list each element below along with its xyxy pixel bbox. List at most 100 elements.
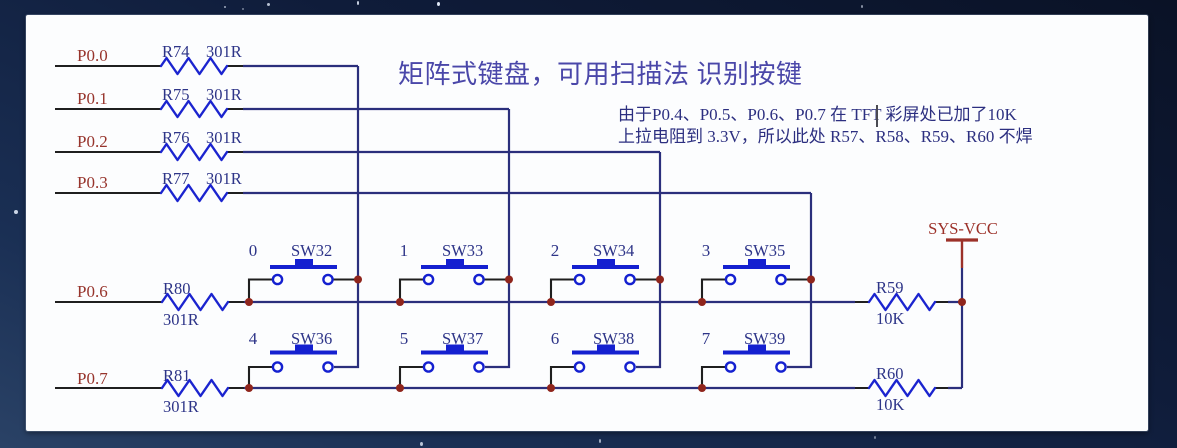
wire (247, 365, 272, 386)
switch-contact (422, 273, 435, 286)
pullup-value: 10K (876, 309, 905, 328)
pullup-zigzag (867, 378, 937, 398)
junction-dot (396, 298, 404, 306)
switch-contact (422, 361, 435, 373)
note-line-2: 上拉电阻到 3.3V，所以此处 R57、R58、R59、R60 不焊 (618, 127, 1033, 146)
input-row-p01: P0.1 R75 301R (55, 85, 509, 119)
switch-sw35: 3 SW35 (700, 241, 809, 300)
text-cursor-artifact (876, 105, 878, 127)
scan-row-p07: P0.7 R81 301R R60 10K (55, 364, 962, 416)
star-dot (874, 436, 876, 439)
key-number: 3 (702, 241, 711, 260)
switch-button (748, 259, 766, 267)
switch-ref: SW32 (291, 241, 332, 260)
junction-dot (698, 298, 706, 306)
star-dot (224, 6, 226, 8)
switch-sw36: 4 SW36 (247, 329, 337, 386)
port-label: P0.3 (77, 173, 108, 192)
switch-contact (724, 273, 737, 286)
power-label: SYS-VCC (928, 219, 998, 238)
switch-contact (473, 361, 485, 373)
wire (549, 365, 574, 386)
switch-ref: SW33 (442, 241, 483, 260)
junction-dot (547, 384, 555, 392)
switch-ref: SW35 (744, 241, 785, 260)
switch-contact (573, 361, 586, 373)
star-dot (14, 210, 18, 214)
switch-contact (624, 273, 636, 286)
switch-contact (573, 273, 586, 286)
switch-contact (271, 361, 284, 373)
switch-button (295, 344, 313, 353)
key-number: 4 (249, 329, 258, 348)
resistor-value: 301R (206, 169, 242, 188)
switch-contact (775, 273, 787, 286)
junction-dot (245, 384, 253, 392)
wire (700, 365, 725, 386)
input-row-p03: P0.3 R77 301R (55, 169, 811, 203)
resistor-value: 301R (163, 310, 199, 329)
switch-contact (724, 361, 737, 373)
star-dot (599, 439, 601, 443)
port-label: P0.2 (77, 132, 108, 151)
pullup-zigzag (867, 292, 937, 312)
key-number: 2 (551, 241, 560, 260)
star-dot (242, 8, 244, 10)
switch-sw34: 2 SW34 (549, 241, 658, 300)
resistor-zigzag (159, 142, 229, 162)
column-wire-3 (636, 152, 662, 369)
key-number: 6 (551, 329, 560, 348)
wire (549, 278, 658, 300)
resistor-value: 301R (206, 85, 242, 104)
resistor-value: 301R (163, 397, 199, 416)
switch-button (748, 344, 766, 353)
switch-sw38: 6 SW38 (549, 329, 639, 386)
switch-contact (322, 273, 334, 286)
schematic-note: 由于P0.4、P0.5、P0.6、P0.7 在 TFT 彩屏处已加了10K 上拉… (618, 104, 1038, 148)
switch-contact (473, 273, 485, 286)
star-dot (861, 5, 863, 8)
key-number: 7 (702, 329, 711, 348)
resistor-zigzag (159, 56, 229, 76)
switch-button (446, 259, 464, 267)
switch-contact (322, 361, 334, 373)
star-dot (420, 442, 423, 446)
junction-dot (245, 298, 253, 306)
switch-ref: SW36 (291, 329, 332, 348)
wire (247, 278, 356, 300)
switch-button (446, 344, 464, 353)
wire (398, 278, 507, 300)
port-label: P0.7 (77, 369, 108, 388)
resistor-ref: R81 (163, 366, 191, 385)
switch-contact (271, 273, 284, 286)
resistor-value: 301R (206, 128, 242, 147)
resistor-zigzag (159, 99, 229, 119)
junction-dot (505, 275, 513, 284)
port-label: P0.6 (77, 282, 108, 301)
power-rail-sys-vcc: SYS-VCC (928, 219, 998, 388)
star-dot (357, 1, 359, 5)
resistor-ref: R76 (162, 128, 190, 147)
scan-row-p06: P0.6 R80 301R R59 10K (55, 278, 962, 329)
switch-ref: SW38 (593, 329, 634, 348)
switch-sw39: 7 SW39 (700, 329, 790, 386)
note-line-1: 由于P0.4、P0.5、P0.6、P0.7 在 TFT 彩屏处已加了10K (618, 105, 1017, 124)
switch-ref: SW34 (593, 241, 634, 260)
wire (398, 365, 423, 386)
input-row-p00: P0.0 R74 301R (55, 42, 358, 76)
resistor-zigzag (160, 378, 230, 398)
resistor-zigzag (160, 292, 230, 312)
switch-ref: SW39 (744, 329, 785, 348)
port-label: P0.1 (77, 89, 108, 108)
resistor-ref: R80 (163, 279, 191, 298)
star-dot (267, 3, 270, 6)
column-wire-2 (485, 109, 511, 369)
switch-sw32: 0 SW32 (247, 241, 356, 300)
junction-dot (656, 275, 664, 284)
resistor-ref: R75 (162, 85, 190, 104)
switch-button (597, 259, 615, 267)
key-number: 1 (400, 241, 409, 260)
wire (700, 278, 809, 300)
